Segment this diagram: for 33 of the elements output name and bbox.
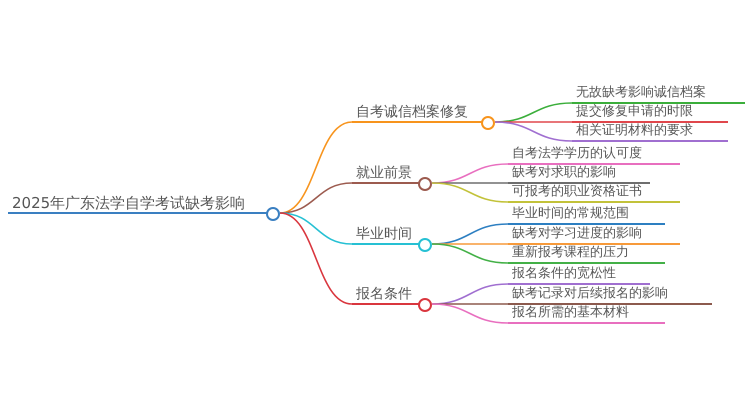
topic-node — [8, 193, 280, 221]
topic-text: 毕业时间 — [356, 225, 412, 243]
branch-connector — [432, 182, 508, 184]
branch-connector — [280, 212, 352, 305]
branch-connector — [432, 243, 508, 245]
topic-text: 缺考记录对后续报名的影响 — [512, 285, 668, 303]
topic-text: 自考法学学历的认可度 — [512, 145, 642, 163]
branch-connector — [432, 303, 508, 305]
topic-text: 就业前景 — [356, 164, 412, 182]
topic-text: 可报考的职业资格证书 — [512, 183, 642, 201]
topic-text: 报名条件的宽松性 — [512, 265, 616, 283]
topic-text: 重新报考课程的压力 — [512, 244, 629, 262]
topic-text: 报名条件 — [356, 285, 412, 303]
topic-text: 毕业时间的常规范围 — [512, 205, 629, 223]
topic-node — [352, 284, 432, 312]
branch-connector — [432, 303, 508, 324]
topic-text: 2025年广东法学自学考试缺考影响 — [12, 194, 246, 212]
topic-text: 缺考对学习进度的影响 — [512, 225, 642, 243]
topic-node — [352, 224, 432, 252]
branch-connector — [280, 182, 352, 214]
topic-text: 自考诚信档案修复 — [356, 103, 468, 121]
branch-connector — [494, 121, 572, 142]
topic-node — [352, 102, 495, 130]
topic-text: 相关证明材料的要求 — [576, 122, 693, 140]
branch-connector — [432, 243, 508, 264]
branch-connector — [280, 212, 352, 245]
topic-node — [352, 163, 432, 191]
topic-text: 缺考对求职的影响 — [512, 164, 616, 182]
topic-text: 报名所需的基本材料 — [512, 304, 629, 322]
topic-text: 提交修复申请的时限 — [576, 103, 693, 121]
branch-connector — [432, 182, 508, 203]
topic-text: 无故缺考影响诚信档案 — [576, 84, 706, 102]
branch-connector — [495, 121, 572, 123]
